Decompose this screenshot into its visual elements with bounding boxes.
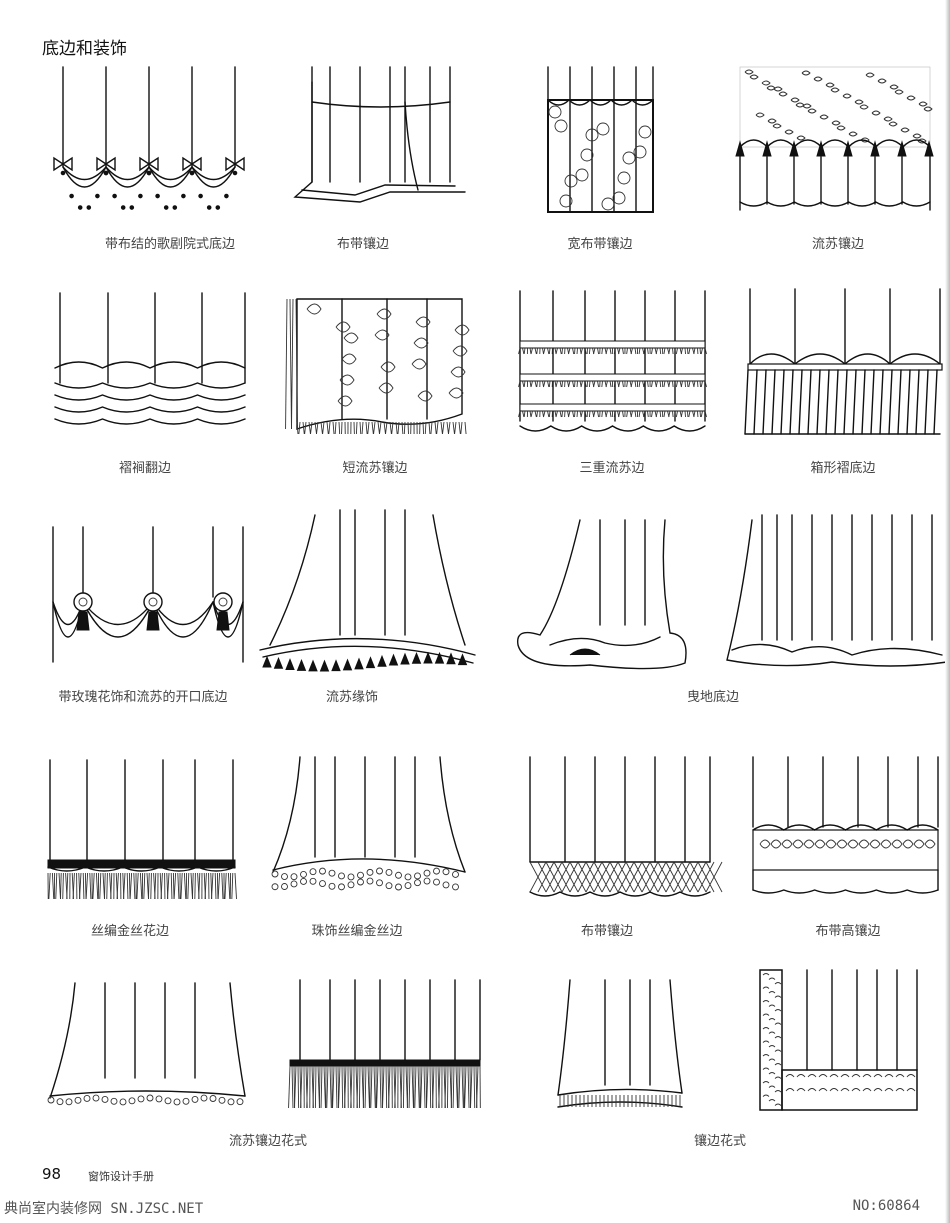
caption-band-trim-2: 布带镶边 <box>580 924 634 939</box>
page-title: 底边和装饰 <box>42 39 127 59</box>
illustration-triple-fringe-edge <box>515 286 710 444</box>
illustration-short-fringe-trim <box>282 284 477 444</box>
watermark-left: 典尚室内装修网 SN.JZSC.NET <box>4 1201 204 1217</box>
illustration-fringe-pattern-left <box>45 978 250 1113</box>
illustration-puddle-hem-left <box>510 515 695 675</box>
caption-puddle-hem: 曳地底边 <box>686 690 740 705</box>
caption-short-fringe-trim: 短流苏镶边 <box>342 461 408 476</box>
caption-band-trim: 布带镶边 <box>336 237 390 252</box>
caption-fringe-edging: 流苏缘饰 <box>325 690 379 705</box>
caption-box-pleat-hem: 箱形褶底边 <box>810 461 876 476</box>
caption-wide-band-trim: 宽布带镶边 <box>567 237 633 252</box>
illustration-beaded-gimp-edge <box>265 752 470 910</box>
caption-high-band-trim: 布带高镶边 <box>815 924 881 939</box>
illustration-rosette-tassel-open-hem <box>48 522 248 672</box>
illustration-box-pleat-hem <box>740 284 945 444</box>
caption-silk-gimp-lace: 丝编金丝花边 <box>90 924 170 939</box>
caption-opera-bow-hem: 带布结的歌剧院式底边 <box>104 237 236 252</box>
illustration-trim-pattern-left <box>550 975 690 1115</box>
caption-triple-fringe-edge: 三重流苏边 <box>579 461 645 476</box>
illustration-opera-bow-hem <box>48 62 258 222</box>
watermark-right: NO:60864 <box>852 1198 920 1214</box>
illustration-wide-band-trim <box>540 62 660 222</box>
illustration-puddle-hem-right <box>722 510 950 675</box>
illustration-pleat-turnup <box>50 288 250 443</box>
illustration-band-trim-2 <box>525 752 723 900</box>
illustration-high-band-trim <box>748 752 940 902</box>
caption-rosette-tassel-open-hem: 带玫瑰花饰和流苏的开口底边 <box>58 690 228 705</box>
illustration-fringe-edging <box>255 505 480 675</box>
caption-trim-pattern: 镶边花式 <box>693 1134 747 1149</box>
illustration-band-trim <box>290 62 475 212</box>
caption-fringe-trim: 流苏镶边 <box>811 237 865 252</box>
caption-beaded-gimp-edge: 珠饰丝编金丝边 <box>311 924 403 939</box>
caption-pleat-turnup: 褶裥翻边 <box>118 461 172 476</box>
page-number: 98 <box>42 1165 62 1183</box>
illustration-fringe-trim <box>735 62 935 217</box>
illustration-fringe-pattern-right <box>285 975 485 1115</box>
illustration-trim-pattern-right <box>752 965 927 1115</box>
page-edge-shadow <box>945 0 950 1223</box>
book-title: 窗饰设计手册 <box>88 1170 154 1183</box>
illustration-silk-gimp-lace <box>45 755 240 910</box>
caption-fringe-pattern: 流苏镶边花式 <box>228 1134 308 1149</box>
